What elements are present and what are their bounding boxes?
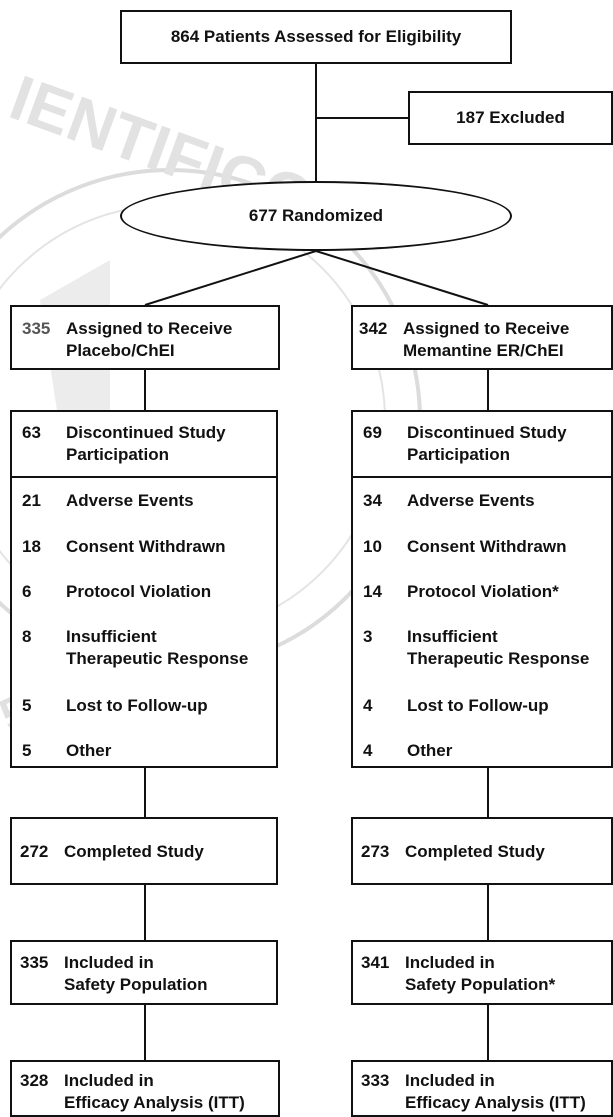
right-divider — [353, 476, 611, 478]
left-reason-text: Adverse Events — [66, 491, 194, 510]
right-reason-num: 10 — [363, 537, 382, 556]
right-safety-box: 341 Included in Safety Population* — [351, 940, 613, 1005]
randomized-label: 677 Randomized — [248, 206, 384, 225]
right-reason-num: 4 — [363, 741, 373, 760]
left-assigned-text: Assigned to Receive Placebo/ChEI — [66, 319, 233, 360]
left-reason-row: 18 Consent Withdrawn — [22, 536, 276, 558]
left-discontinued-num: 63 — [22, 423, 41, 442]
left-assigned-box: 335 Assigned to Receive Placebo/ChEI — [10, 305, 280, 370]
right-reason-text: Protocol Violation* — [407, 582, 559, 601]
left-completed-num: 272 — [20, 842, 49, 861]
right-reason-row: 3 Insufficient Therapeutic Response — [363, 626, 611, 670]
left-efficacy-num: 328 — [20, 1071, 49, 1090]
right-reason-num: 4 — [363, 696, 373, 715]
left-discontinued-box: 63 Discontinued Study Participation 21 A… — [10, 410, 278, 768]
right-reason-row: 4 Other — [363, 740, 611, 762]
right-reason-text: Lost to Follow-up — [407, 696, 549, 715]
right-efficacy-num: 333 — [361, 1071, 390, 1090]
left-safety-text: Included in Safety Population — [64, 953, 208, 994]
left-efficacy-box: 328 Included in Efficacy Analysis (ITT) — [10, 1060, 280, 1117]
left-reason-text: Protocol Violation — [66, 582, 212, 601]
right-reason-row: 14 Protocol Violation* — [363, 581, 611, 603]
right-assigned-box: 342 Assigned to Receive Memantine ER/ChE… — [351, 305, 613, 370]
left-reason-row: 6 Protocol Violation — [22, 581, 276, 603]
left-reason-num: 18 — [22, 537, 41, 556]
left-reason-row: 5 Other — [22, 740, 276, 762]
assessed-box: 864 Patients Assessed for Eligibility — [120, 10, 512, 64]
right-completed-text: Completed Study — [405, 842, 545, 861]
right-reason-row: 4 Lost to Follow-up — [363, 695, 611, 717]
right-reason-text: Adverse Events — [407, 491, 535, 510]
left-reason-num: 8 — [22, 627, 32, 646]
left-reason-row: 21 Adverse Events — [22, 490, 276, 512]
right-reason-row: 10 Consent Withdrawn — [363, 536, 611, 558]
excluded-box: 187 Excluded — [408, 91, 613, 145]
right-reason-num: 34 — [363, 491, 382, 510]
randomized-ellipse: 677 Randomized — [120, 181, 512, 251]
left-assigned-num: 335 — [22, 319, 51, 338]
right-reason-text: Insufficient Therapeutic Response — [407, 627, 590, 668]
left-completed-box: 272 Completed Study — [10, 817, 278, 885]
left-completed-text: Completed Study — [64, 842, 204, 861]
left-reason-text: Lost to Follow-up — [66, 696, 208, 715]
assessed-label: 864 Patients Assessed for Eligibility — [170, 27, 462, 46]
left-safety-num: 335 — [20, 953, 49, 972]
left-divider — [12, 476, 276, 478]
left-reason-row: 5 Lost to Follow-up — [22, 695, 276, 717]
right-discontinued-num: 69 — [363, 423, 382, 442]
right-reason-text: Other — [407, 741, 453, 760]
right-safety-text: Included in Safety Population* — [405, 953, 556, 994]
left-reason-num: 6 — [22, 582, 32, 601]
right-completed-num: 273 — [361, 842, 390, 861]
right-reason-num: 14 — [363, 582, 382, 601]
left-reason-row: 8 Insufficient Therapeutic Response — [22, 626, 276, 670]
left-reason-text: Other — [66, 741, 112, 760]
excluded-label: 187 Excluded — [456, 108, 565, 127]
right-assigned-text: Assigned to Receive Memantine ER/ChEI — [403, 319, 570, 360]
right-safety-num: 341 — [361, 953, 390, 972]
right-discontinued-text: Discontinued Study Participation — [407, 423, 567, 464]
right-discontinued-box: 69 Discontinued Study Participation 34 A… — [351, 410, 613, 768]
left-safety-box: 335 Included in Safety Population — [10, 940, 278, 1005]
right-reason-row: 34 Adverse Events — [363, 490, 611, 512]
right-reason-num: 3 — [363, 627, 373, 646]
left-discontinued-text: Discontinued Study Participation — [66, 423, 226, 464]
left-efficacy-text: Included in Efficacy Analysis (ITT) — [64, 1071, 245, 1112]
left-reason-num: 21 — [22, 491, 41, 510]
right-completed-box: 273 Completed Study — [351, 817, 613, 885]
right-reason-text: Consent Withdrawn — [407, 537, 567, 556]
left-reason-text: Insufficient Therapeutic Response — [66, 627, 249, 668]
right-efficacy-box: 333 Included in Efficacy Analysis (ITT) — [351, 1060, 613, 1117]
left-reason-text: Consent Withdrawn — [66, 537, 226, 556]
right-assigned-num: 342 — [359, 319, 388, 338]
right-efficacy-text: Included in Efficacy Analysis (ITT) — [405, 1071, 586, 1112]
left-reason-num: 5 — [22, 741, 32, 760]
left-reason-num: 5 — [22, 696, 32, 715]
